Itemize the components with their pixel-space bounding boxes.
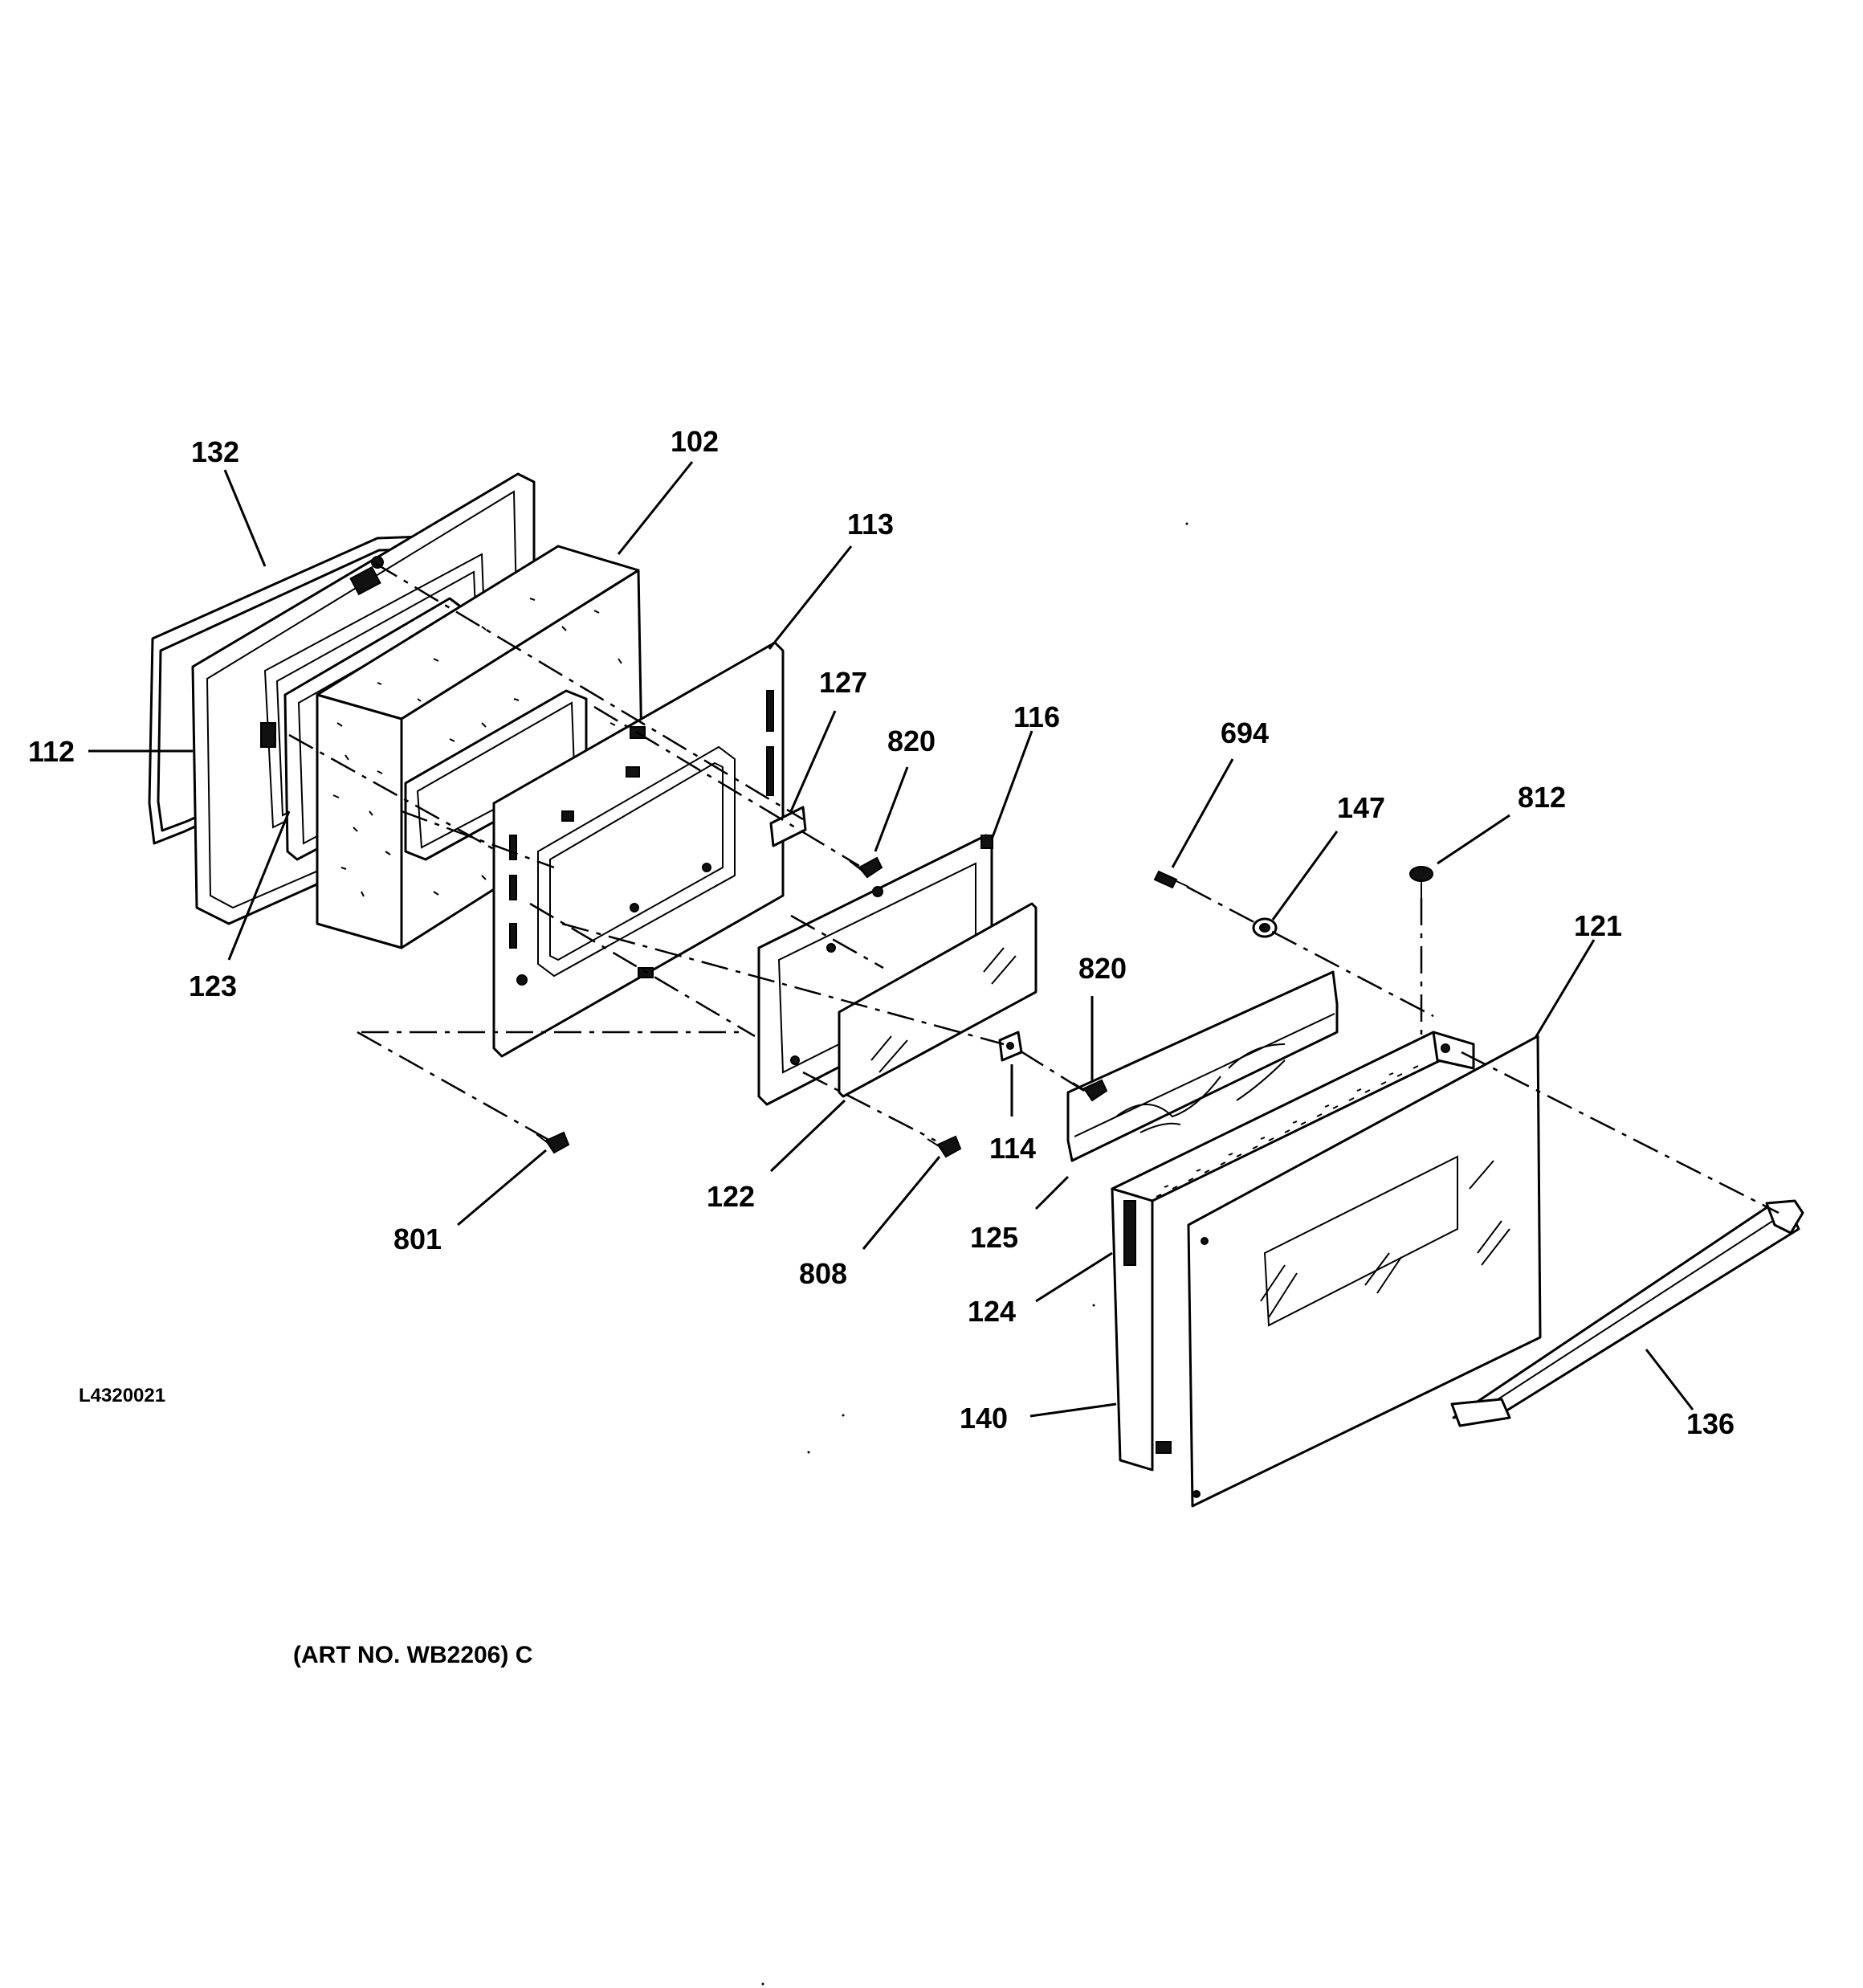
alignment-lines (288, 561, 1779, 1214)
callout-812: 812 (1518, 781, 1566, 814)
screw-812 (1409, 866, 1433, 898)
leader-lines (88, 461, 1694, 1418)
callout-820-lower: 820 (1078, 952, 1127, 985)
callout-125: 125 (970, 1221, 1018, 1254)
part-121-outer-glass (1187, 1035, 1542, 1508)
callout-102: 102 (671, 425, 719, 458)
callout-127: 127 (819, 666, 867, 699)
callout-113: 113 (847, 508, 894, 541)
callout-124: 124 (968, 1295, 1016, 1328)
part-114-hinge-clip (998, 1031, 1023, 1062)
stray-specks (761, 522, 1188, 1986)
part-102-door-core (316, 545, 644, 949)
callout-116: 116 (1013, 700, 1060, 733)
screw-801 (536, 1131, 570, 1154)
part-122-inner-glass (838, 902, 1037, 1098)
callout-694: 694 (1221, 716, 1269, 749)
part-140-outer-frame (1111, 1031, 1475, 1472)
screw-808 (927, 1135, 962, 1158)
screw-820-upper (849, 856, 883, 879)
callout-122: 122 (707, 1180, 755, 1213)
callout-136: 136 (1686, 1407, 1735, 1440)
callout-112: 112 (28, 735, 75, 768)
callout-147: 147 (1337, 791, 1385, 824)
callout-820-upper: 820 (887, 725, 936, 757)
callout-123: 123 (189, 970, 237, 1002)
callout-121: 121 (1574, 909, 1622, 942)
drawing-number: L4320021 (79, 1385, 165, 1406)
art-number: (ART NO. WB2206) C (293, 1642, 532, 1668)
screw-694 (1153, 870, 1189, 889)
callout-808: 808 (799, 1257, 847, 1290)
part-125-vent-baffle (1066, 970, 1339, 1162)
callout-801: 801 (393, 1223, 442, 1255)
part-136-door-handle (1450, 1199, 1804, 1427)
callout-labels: 132 102 113 127 820 116 694 147 812 121 … (28, 425, 1735, 1440)
callout-140: 140 (960, 1402, 1008, 1435)
callout-132: 132 (191, 435, 239, 468)
callout-114: 114 (989, 1132, 1036, 1165)
